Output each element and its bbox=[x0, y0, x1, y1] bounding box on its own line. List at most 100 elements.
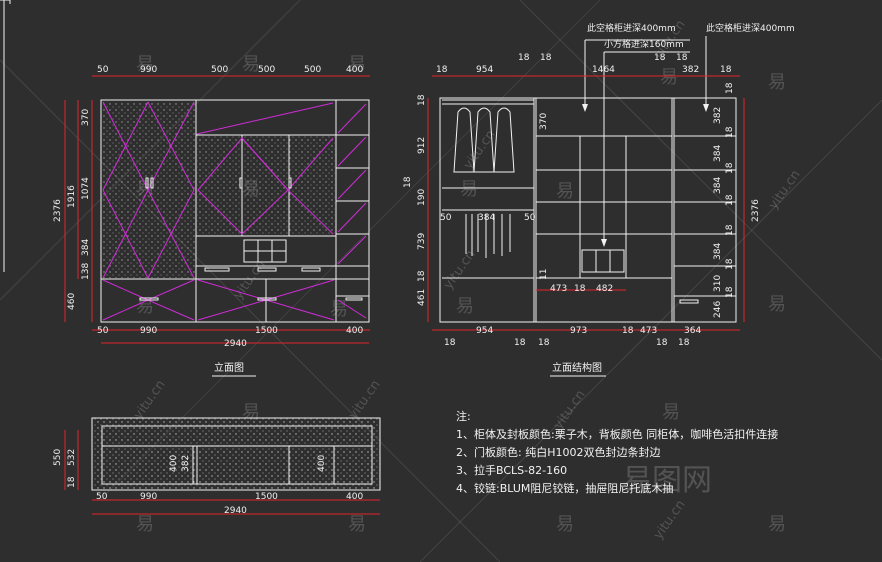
dim-label: 370 bbox=[539, 113, 549, 130]
dim-label: 550 bbox=[53, 449, 63, 466]
dim-label: 18 bbox=[403, 176, 413, 188]
watermark-yi: 易 bbox=[348, 514, 366, 535]
dim-label: 18 bbox=[417, 270, 427, 282]
watermark-site: yitu.cn bbox=[131, 378, 169, 423]
dim-label: 18 bbox=[725, 286, 735, 298]
dim-label: 18 bbox=[725, 126, 735, 138]
watermark-yi: 易 bbox=[136, 514, 154, 535]
dim-label: 2376 bbox=[53, 199, 63, 222]
dim-label: 461 bbox=[417, 289, 427, 306]
dim-label: 990 bbox=[140, 492, 157, 502]
dim-label: 18 bbox=[720, 65, 732, 75]
dim-total: 2940 bbox=[224, 339, 247, 349]
watermark-yi: 易 bbox=[330, 299, 348, 320]
dim-label: 50 bbox=[97, 326, 109, 336]
dim-label: 384 bbox=[81, 239, 91, 256]
note-item: 3、拉手BCLS-82-160 bbox=[456, 464, 568, 477]
dim-label: 50 bbox=[440, 213, 452, 223]
dim-label: 310 bbox=[713, 275, 723, 292]
callout-label: 小方格进深160mm bbox=[604, 38, 684, 50]
dim-label: 370 bbox=[81, 109, 91, 126]
dim-label: 460 bbox=[67, 293, 77, 310]
dim-label: 1074 bbox=[81, 177, 91, 200]
note-item: 4、铰链:BLUM阻尼铰链，抽屉阻尼托底木抽 bbox=[456, 482, 674, 495]
dim-label: 11 bbox=[539, 269, 549, 280]
dim-label: 500 bbox=[304, 65, 321, 75]
watermark-yi: 易 bbox=[556, 181, 574, 202]
dim-label: 2376 bbox=[751, 199, 761, 222]
callout-label: 此空格柜进深400mm bbox=[587, 22, 676, 34]
dim-label: 18 bbox=[656, 338, 668, 348]
dim-label: 739 bbox=[417, 233, 427, 250]
dim-label: 1500 bbox=[255, 492, 278, 502]
dim-label: 18 bbox=[540, 53, 552, 63]
dim-label: 384 bbox=[713, 145, 723, 162]
dim-label: 18 bbox=[436, 65, 448, 75]
dim-label: 384 bbox=[478, 213, 495, 223]
dim-label: 500 bbox=[258, 65, 275, 75]
dim-label: 382 bbox=[713, 107, 723, 124]
watermark-site: yitu.cn bbox=[346, 378, 384, 423]
dim-label: 18 bbox=[678, 338, 690, 348]
dim-label: 473 bbox=[550, 284, 567, 294]
watermark-yi: 易 bbox=[768, 514, 786, 535]
dim-label: 973 bbox=[570, 326, 587, 336]
dim-label: 18 bbox=[725, 224, 735, 236]
dim-label: 18 bbox=[725, 194, 735, 206]
dim-label: 18 bbox=[654, 53, 666, 63]
watermark-yi: 易 bbox=[768, 72, 786, 93]
dim-label: 532 bbox=[67, 449, 77, 466]
watermark-yi: 易 bbox=[662, 402, 680, 423]
dim-label: 18 bbox=[444, 338, 456, 348]
dim-label: 1500 bbox=[255, 326, 278, 336]
dim-label: 138 bbox=[81, 263, 91, 280]
watermark-site: yitu.cn bbox=[651, 498, 689, 543]
watermark-site: yitu.cn bbox=[441, 248, 479, 293]
dim-label: 384 bbox=[713, 177, 723, 194]
dim-label: 482 bbox=[596, 284, 613, 294]
structure-outline bbox=[439, 97, 737, 323]
dim-label: 364 bbox=[684, 326, 701, 336]
dim-label: 400 bbox=[346, 492, 363, 502]
watermark-yi: 易 bbox=[660, 67, 678, 88]
watermark-yi: 易 bbox=[136, 296, 154, 317]
dim-label: 18 bbox=[518, 53, 530, 63]
dim-label: 500 bbox=[211, 65, 228, 75]
dim-label: 954 bbox=[476, 326, 493, 336]
dim-label: 18 bbox=[514, 338, 526, 348]
note-item: 2、门板颜色: 纯白H1002双色封边条封边 bbox=[456, 446, 661, 459]
dim-label: 18 bbox=[417, 94, 427, 106]
watermark-yi: 易 bbox=[556, 514, 574, 535]
dim-label: 190 bbox=[417, 189, 427, 206]
notes-heading: 注: bbox=[456, 410, 471, 423]
dim-label: 1464 bbox=[592, 65, 615, 75]
dim-label: 18 bbox=[574, 284, 586, 294]
dim-label: 400 bbox=[346, 326, 363, 336]
dim-label: 954 bbox=[476, 65, 493, 75]
dim-label: 18 bbox=[725, 162, 735, 174]
watermark-brand: 易图网 bbox=[622, 463, 712, 498]
dim-label: 18 bbox=[725, 258, 735, 270]
dim-label: 384 bbox=[713, 243, 723, 260]
elevation-view bbox=[64, 75, 370, 344]
watermark-yi: 易 bbox=[348, 54, 366, 75]
structure-title: 立面结构图 bbox=[552, 361, 602, 374]
dim-label: 50 bbox=[524, 213, 536, 223]
watermark-yi: 易 bbox=[456, 296, 474, 317]
dim-label: 400 bbox=[169, 455, 179, 472]
watermark-yi: 易 bbox=[768, 294, 786, 315]
dim-label: 1916 bbox=[67, 185, 77, 208]
elevation-outline bbox=[100, 99, 370, 323]
watermark-yi: 易 bbox=[136, 54, 154, 75]
structure-view bbox=[427, 36, 745, 331]
watermark-site: yitu.cn bbox=[766, 168, 804, 213]
frame-corner bbox=[0, 0, 11, 4]
dim-label: 382 bbox=[682, 65, 699, 75]
dim-label: 18 bbox=[538, 338, 550, 348]
dim-total: 2940 bbox=[224, 506, 247, 516]
dim-label: 912 bbox=[417, 137, 427, 154]
dim-label: 382 bbox=[181, 455, 191, 472]
plan-view bbox=[64, 417, 381, 515]
watermark-yi: 易 bbox=[242, 54, 260, 75]
